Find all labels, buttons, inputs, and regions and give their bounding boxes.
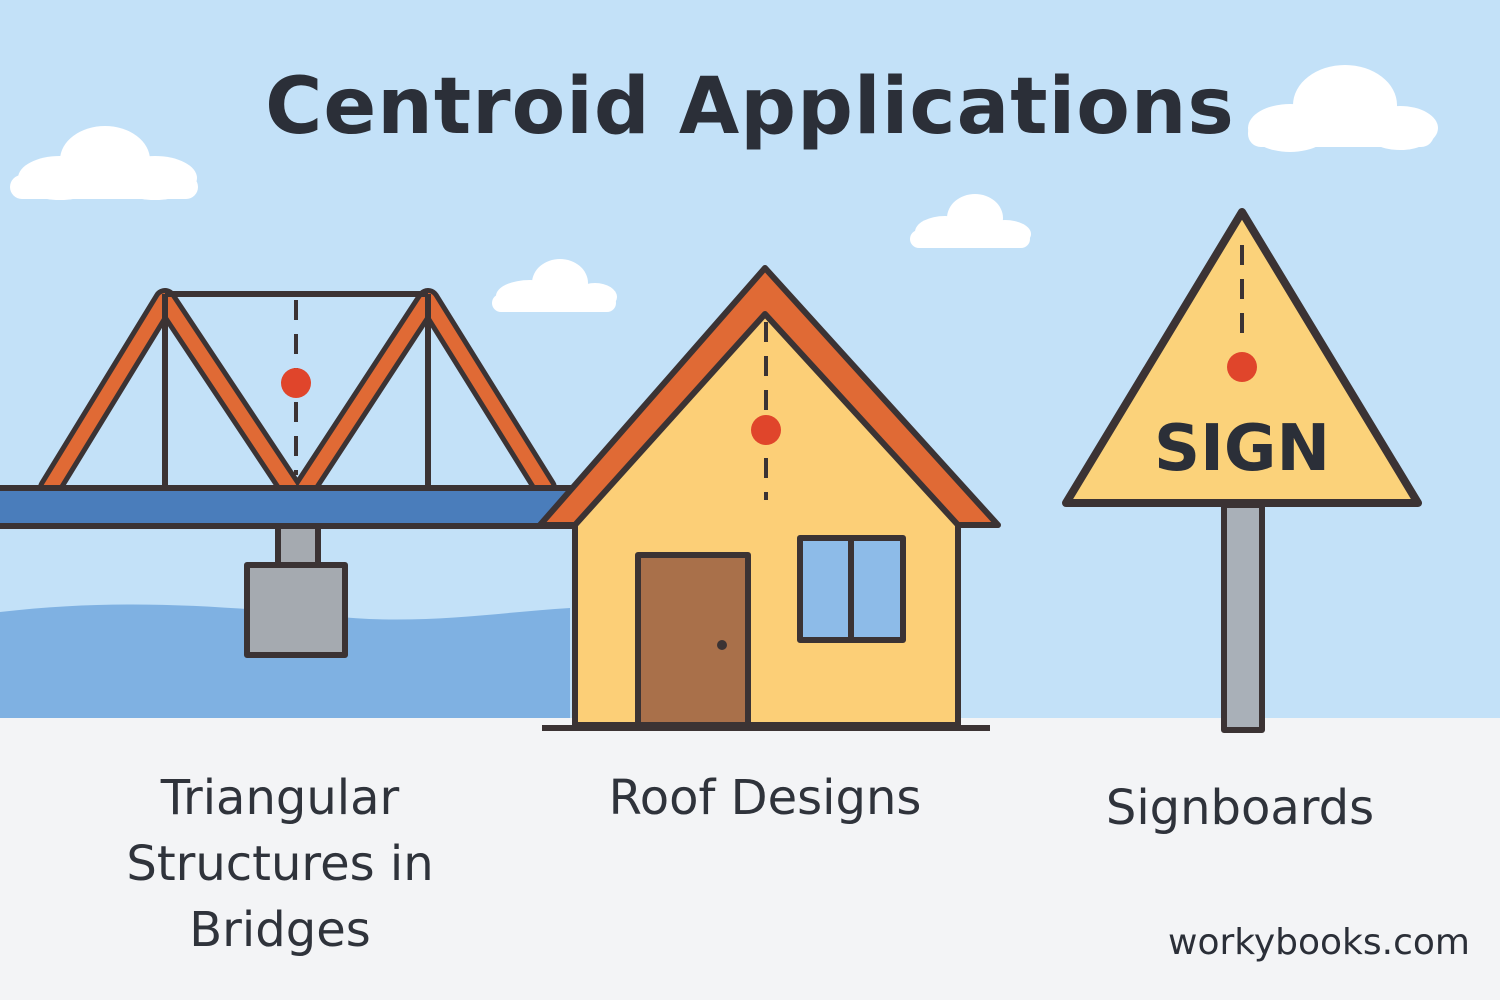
roof-centroid-dot: [751, 415, 781, 445]
sign-pole: [1221, 502, 1265, 733]
sign-text: SIGN: [1154, 412, 1330, 486]
page-title: Centroid Applications: [265, 62, 1235, 152]
cloud: [910, 194, 1031, 248]
bridge-pier-base: [244, 562, 348, 658]
caption-roof-designs: Roof Designs: [608, 770, 922, 826]
river-water: [0, 604, 570, 718]
roof: [537, 265, 1001, 528]
caption-signboards: Signboards: [1105, 780, 1375, 836]
truss-bridge: [0, 288, 593, 658]
signboard: SIGN: [1062, 208, 1422, 733]
door: [635, 552, 751, 728]
door-knob: [717, 640, 727, 650]
caption-bridges: Triangular Structures in Bridges: [126, 770, 434, 958]
footer-watermark: workybooks.com: [1168, 922, 1470, 963]
cloud: [1248, 65, 1438, 152]
house: [537, 265, 1001, 731]
ground: [0, 718, 1500, 1000]
bridge-truss-frame: [162, 291, 431, 488]
bridge-deck: [0, 485, 593, 529]
cloud: [10, 126, 198, 200]
bridge-pier-column: [275, 522, 321, 570]
bridge-centroid-dot: [281, 368, 311, 398]
sign-centroid-dot: [1227, 352, 1257, 382]
cloud: [492, 259, 617, 312]
